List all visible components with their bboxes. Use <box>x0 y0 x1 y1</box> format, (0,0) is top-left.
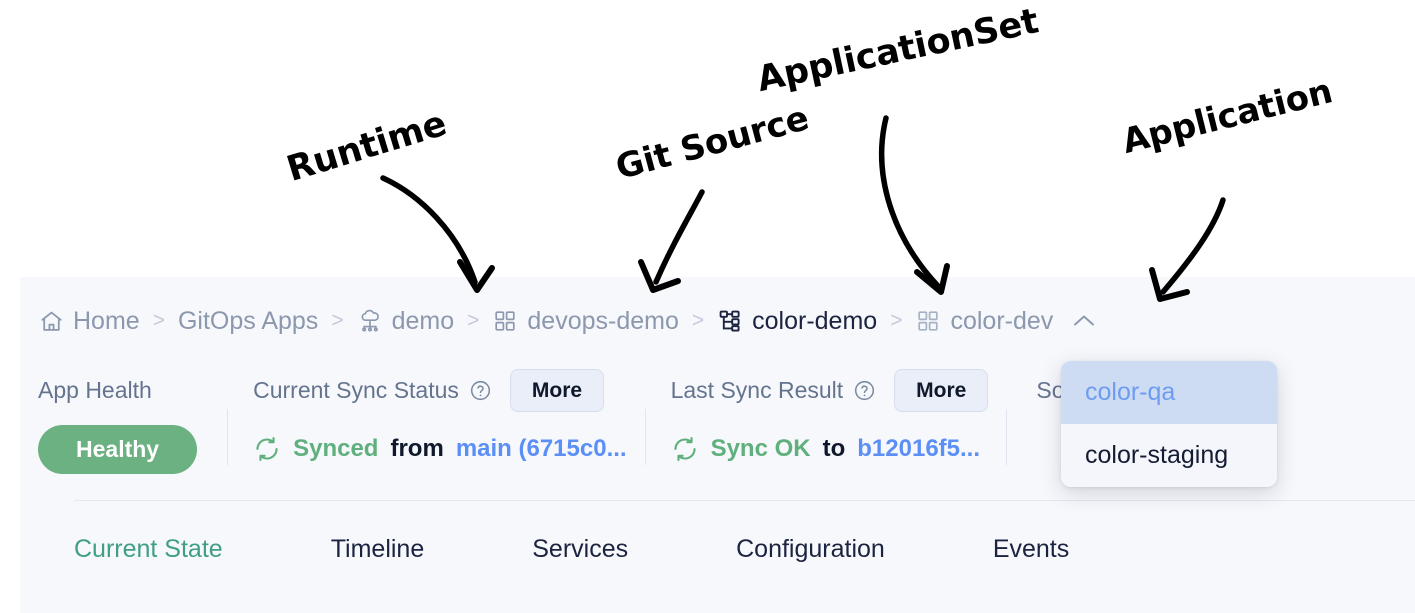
home-icon <box>38 308 64 334</box>
last-sync-state: Sync OK <box>710 435 811 462</box>
tab-services[interactable]: Services <box>532 535 629 563</box>
breadcrumb-item-color-dev[interactable]: color-dev <box>915 307 1095 336</box>
breadcrumb-separator: > <box>691 309 705 332</box>
section-divider <box>74 500 1415 501</box>
annotation-label-git-source: Git Source <box>611 98 813 188</box>
breadcrumb-label-color-demo: color-demo <box>752 306 878 335</box>
breadcrumb-separator: > <box>890 309 903 332</box>
status-app-health: App Health Healthy <box>38 373 227 474</box>
grid-icon <box>915 308 941 334</box>
tab-bar: Current State Timeline Services Configur… <box>74 535 1069 564</box>
sync-refresh-icon <box>671 435 699 463</box>
last-sync-preposition: to <box>822 435 846 462</box>
status-current-sync: Current Sync Status More <box>227 368 644 469</box>
current-sync-title: Current Sync Status <box>253 376 459 403</box>
annotation-label-runtime: Runtime <box>282 103 452 190</box>
vertical-divider <box>644 409 646 465</box>
last-sync-title: Last Sync Result <box>670 376 844 403</box>
breadcrumb-separator: > <box>331 309 344 332</box>
tab-current-state[interactable]: Current State <box>74 535 223 563</box>
breadcrumb-item-demo[interactable]: demo <box>357 306 455 336</box>
breadcrumb-item-color-demo[interactable]: color-demo <box>717 307 877 336</box>
breadcrumb-label-color-dev: color-dev <box>950 306 1054 335</box>
cluster-icon <box>357 308 383 334</box>
vertical-divider <box>1006 409 1008 465</box>
breadcrumb-label-demo: demo <box>391 306 455 335</box>
breadcrumb-label-gitops-apps: GitOps Apps <box>177 306 319 335</box>
chevron-up-icon[interactable] <box>1073 309 1095 333</box>
breadcrumb-label-devops-demo: devops-demo <box>527 306 679 335</box>
breadcrumb-separator: > <box>152 309 165 332</box>
help-circle-icon[interactable] <box>853 379 876 402</box>
breadcrumb: Home > GitOps Apps > <box>38 301 1095 341</box>
breadcrumb-separator: > <box>467 309 480 332</box>
annotation-label-application: Application <box>1118 71 1337 162</box>
sync-refresh-icon <box>253 435 281 463</box>
current-sync-revision-link[interactable]: main (6715c0... <box>455 435 627 462</box>
application-dropdown-menu: color-qa color-staging <box>1061 361 1277 487</box>
last-sync-more-button[interactable]: More <box>894 368 989 412</box>
breadcrumb-item-devops-demo[interactable]: devops-demo <box>492 306 679 336</box>
tab-timeline[interactable]: Timeline <box>330 535 425 563</box>
dropdown-item-color-qa[interactable]: color-qa <box>1061 361 1277 424</box>
breadcrumb-item-gitops-apps[interactable]: GitOps Apps <box>178 307 318 336</box>
vertical-divider <box>227 409 229 465</box>
current-sync-state: Synced <box>293 435 379 462</box>
hierarchy-icon <box>717 308 743 334</box>
app-health-title: App Health <box>38 376 152 403</box>
status-last-sync: Last Sync Result More <box>644 368 1007 469</box>
current-sync-more-button[interactable]: More <box>509 368 605 412</box>
annotation-label-applicationset: ApplicationSet <box>753 1 1042 101</box>
status-badge-healthy: Healthy <box>38 424 198 474</box>
grid-icon <box>492 308 518 334</box>
tab-events[interactable]: Events <box>992 535 1070 563</box>
breadcrumb-label-home: Home <box>73 306 140 335</box>
last-sync-revision-link[interactable]: b12016f5... <box>857 435 981 462</box>
current-sync-preposition: from <box>390 435 444 462</box>
dropdown-item-color-staging[interactable]: color-staging <box>1061 424 1277 487</box>
status-strip: App Health Healthy Current Sync Status <box>38 368 1114 483</box>
help-circle-icon[interactable] <box>469 379 492 402</box>
tab-configuration[interactable]: Configuration <box>736 535 885 563</box>
breadcrumb-item-home[interactable]: Home <box>38 307 140 336</box>
